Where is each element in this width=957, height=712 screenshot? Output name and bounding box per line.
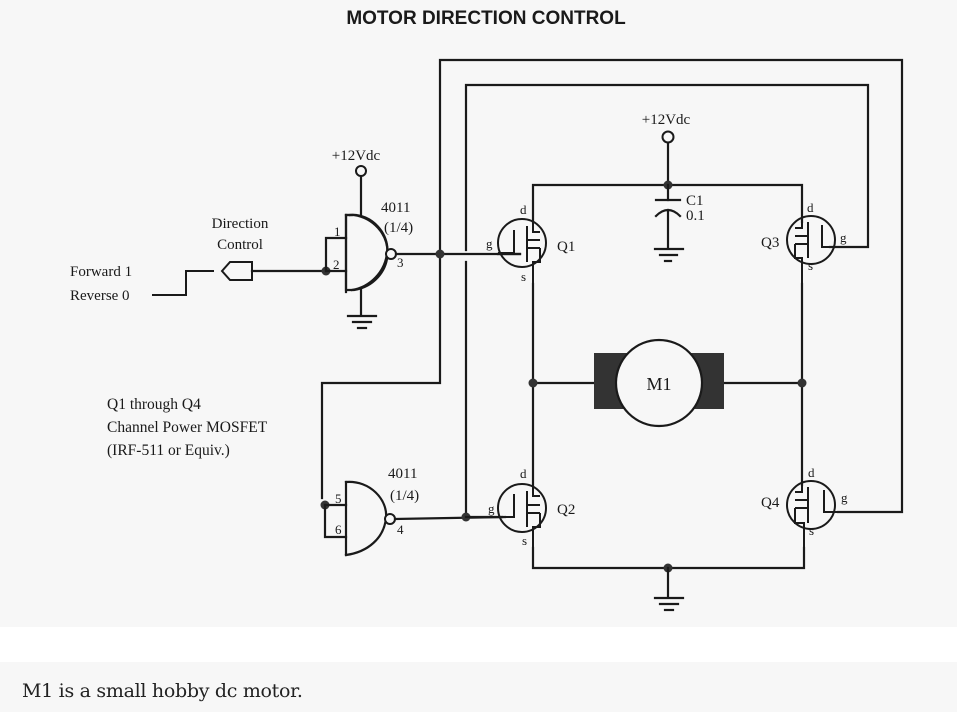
q3-drain-label: d (807, 200, 814, 215)
q2-drain-label: d (520, 466, 527, 481)
mosfet-q2: d g s Q2 (464, 466, 575, 548)
pin-4: 4 (397, 522, 404, 537)
note-line-3: (IRF-511 or Equiv.) (107, 442, 230, 459)
q1-drain-label: d (520, 202, 527, 217)
q1-label: Q1 (557, 239, 575, 255)
inverter-bubble-icon (385, 248, 397, 260)
gate1-chip-label: 4011 (381, 200, 410, 216)
gate2-portion-label: (1/4) (390, 488, 419, 504)
gate2-chip-label: 4011 (388, 466, 417, 482)
inner-feedback-wire (464, 83, 870, 519)
mosfet-note: Q1 through Q4 Channel Power MOSFET (IRF-… (107, 396, 268, 459)
diagram-title: MOTOR DIRECTION CONTROL (346, 8, 626, 29)
bridge-supply-label: +12Vdc (642, 112, 691, 128)
reverse-label: Reverse 0 (70, 288, 130, 304)
caption-band (0, 662, 957, 712)
q3-gate-label: g (840, 230, 847, 245)
ground-icon (653, 247, 685, 263)
caption-text: M1 is a small hobby dc motor. (22, 680, 303, 702)
capacitor-c1: C1 0.1 (653, 183, 705, 263)
q1-source-label: s (521, 269, 526, 284)
gate1-portion-label: (1/4) (384, 220, 413, 236)
direction-label-1: Direction (212, 216, 269, 232)
q2-label: Q2 (557, 502, 575, 518)
pin-6: 6 (335, 522, 342, 537)
direction-control-input: Forward 1 Reverse 0 Direction Control (70, 216, 328, 304)
q4-gate-label: g (841, 490, 848, 505)
q4-label: Q4 (761, 495, 780, 511)
nand-gate-2: 5 6 4 4011 (1/4) (320, 466, 507, 557)
c1-label: C1 (686, 193, 704, 209)
mosfet-q3: d g s Q3 (761, 200, 847, 284)
note-line-2: Channel Power MOSFET (107, 419, 268, 436)
forward-label: Forward 1 (70, 264, 132, 280)
mosfet-q1: d g s Q1 (486, 202, 575, 284)
inverter-bubble-icon (384, 513, 396, 525)
direction-label-2: Control (217, 237, 263, 253)
supply-terminal-icon (661, 130, 675, 144)
q2-source-label: s (522, 533, 527, 548)
pin-1: 1 (334, 224, 341, 239)
outer-feedback-wire (320, 58, 904, 514)
motor-m1: M1 (594, 338, 724, 428)
gate1-supply-label: +12Vdc (332, 148, 381, 164)
motor-direction-schematic: MOTOR DIRECTION CONTROL Forward 1 Revers… (70, 8, 904, 612)
ground-icon (346, 314, 378, 330)
m1-label: M1 (646, 374, 671, 394)
input-connector-icon (220, 261, 253, 281)
c1-value: 0.1 (686, 208, 705, 224)
q1-gate-label: g (486, 236, 493, 251)
q2-gate-label: g (488, 501, 495, 516)
pin-5: 5 (335, 491, 342, 506)
q3-source-label: s (808, 258, 813, 273)
mosfet-q4: d g s Q4 (761, 465, 848, 548)
pin-3: 3 (397, 255, 404, 270)
note-line-1: Q1 through Q4 (107, 396, 201, 413)
pin-2: 2 (333, 257, 340, 272)
q4-source-label: s (809, 523, 814, 538)
q4-drain-label: d (808, 465, 815, 480)
q3-label: Q3 (761, 235, 779, 251)
supply-terminal-icon (355, 165, 367, 177)
nand-gate-1: 1 2 3 4011 (1/4) +12Vdc (321, 148, 522, 330)
ground-icon (653, 596, 685, 612)
